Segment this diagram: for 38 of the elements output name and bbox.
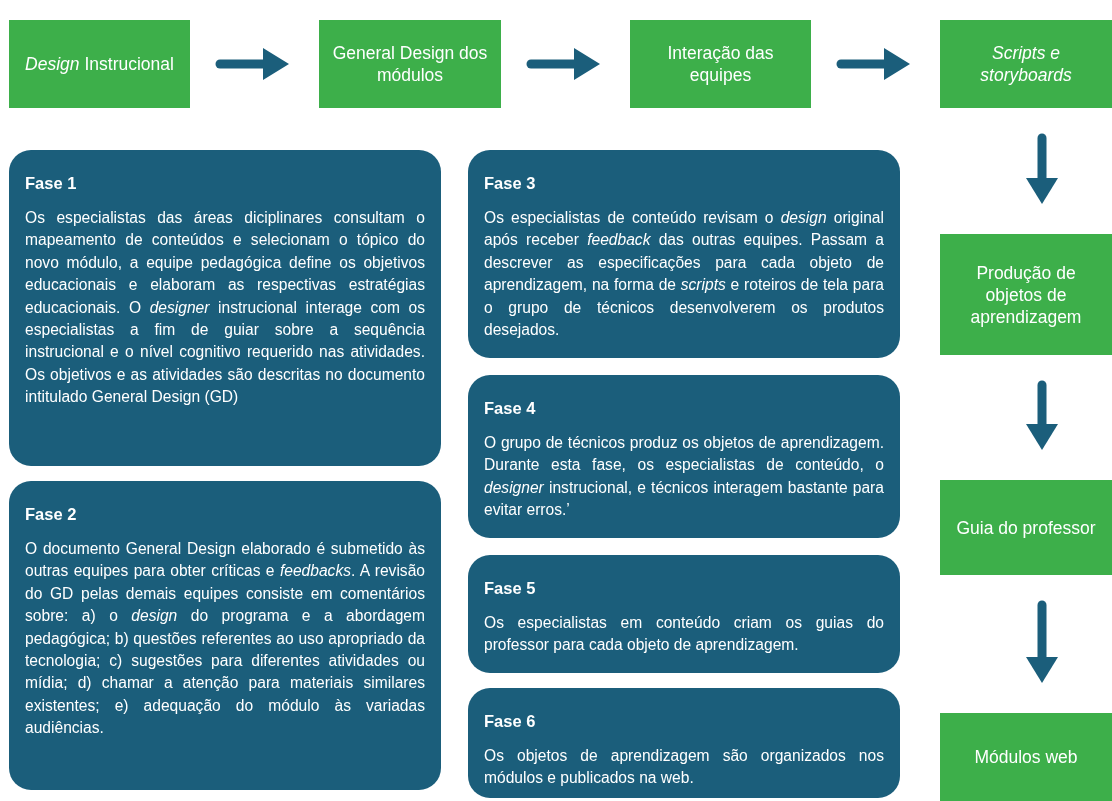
phase-heading: Fase 2 (25, 505, 77, 524)
step-box (319, 20, 501, 108)
phase-card (9, 481, 441, 790)
step-label: Produção de objetos de aprendizagem (969, 261, 1083, 328)
step-label: Interação das equipes (666, 42, 775, 86)
phase-card (468, 555, 900, 673)
phase-heading: Fase 6 (484, 712, 536, 731)
arrow (1026, 600, 1058, 683)
step-label: Design Instrucional (25, 53, 174, 75)
arrow (215, 48, 289, 80)
phase-card (468, 150, 900, 358)
phase-heading: Fase 5 (484, 579, 536, 598)
step-box (940, 20, 1112, 108)
phase-description: Os especialistas de conteúdo revisam o design original após receber feedback das outras equipes. Passam a descrever as especificações para cada objeto de aprendizagem, na forma de scripts e roteiros de tela para o grupo de técnicos desenvolverem os produtos desejados. (484, 208, 884, 341)
phase-heading: Fase 3 (484, 174, 536, 193)
phase-description: Os especialistas em conteúdo criam os guias do professor para cada objeto de aprendizagem. (484, 613, 884, 656)
arrow (1026, 133, 1058, 204)
step-box (940, 713, 1112, 801)
step-box (940, 234, 1112, 355)
phase-card (468, 688, 900, 798)
step-label: Guia do professor (956, 516, 1096, 539)
phase-heading: Fase 1 (25, 174, 77, 193)
step-label: Módulos web (974, 746, 1078, 768)
step-box (9, 20, 190, 108)
phase-description: O grupo de técnicos produz os objetos de aprendizagem. Durante esta fase, os especialistas de conteúdo, o designer instrucional, e técnicos interagem bastante para evitar erros.’ (484, 433, 884, 521)
step-label: General Design dos módulos (331, 42, 489, 86)
phase-description: Os especialistas das áreas diciplinares consultam o mapeamento de conteúdos e selecionam o tópico do novo módulo, a equipe pedagógica define os objetivos educacionais e elaboram as respectivas estratégias educacionais. O designer instrucional interage com os especialistas a fim de guiar sobre a sequência instrucional e o nível cognitivo requerido nas atividades. Os objetivos e as atividades são descritas no documento intitulado General Design (GD) (25, 208, 425, 408)
arrow (1026, 380, 1058, 450)
phase-heading: Fase 4 (484, 399, 536, 418)
step-label: Scripts e storyboards (979, 42, 1073, 86)
phase-card (9, 150, 441, 466)
phase-description: Os objetos de aprendizagem são organizados nos módulos e publicados na web. (484, 746, 884, 789)
step-box (940, 480, 1112, 575)
phase-description: O documento General Design elaborado é submetido às outras equipes para obter críticas e feedbacks. A revisão do GD pelas demais equipes consiste em comentários sobre: a) o design do programa e a abordagem pedagógica; b) questões referentes ao uso apropriado da tecnologia; c) sugestões para diferentes atividades ou mídia; d) chamar a atenção para materiais similares existentes; e) adequação do módulo às variadas audiências. (25, 539, 425, 739)
arrow (836, 48, 910, 80)
phase-card (468, 375, 900, 538)
arrow (526, 48, 600, 80)
step-box (630, 20, 811, 108)
